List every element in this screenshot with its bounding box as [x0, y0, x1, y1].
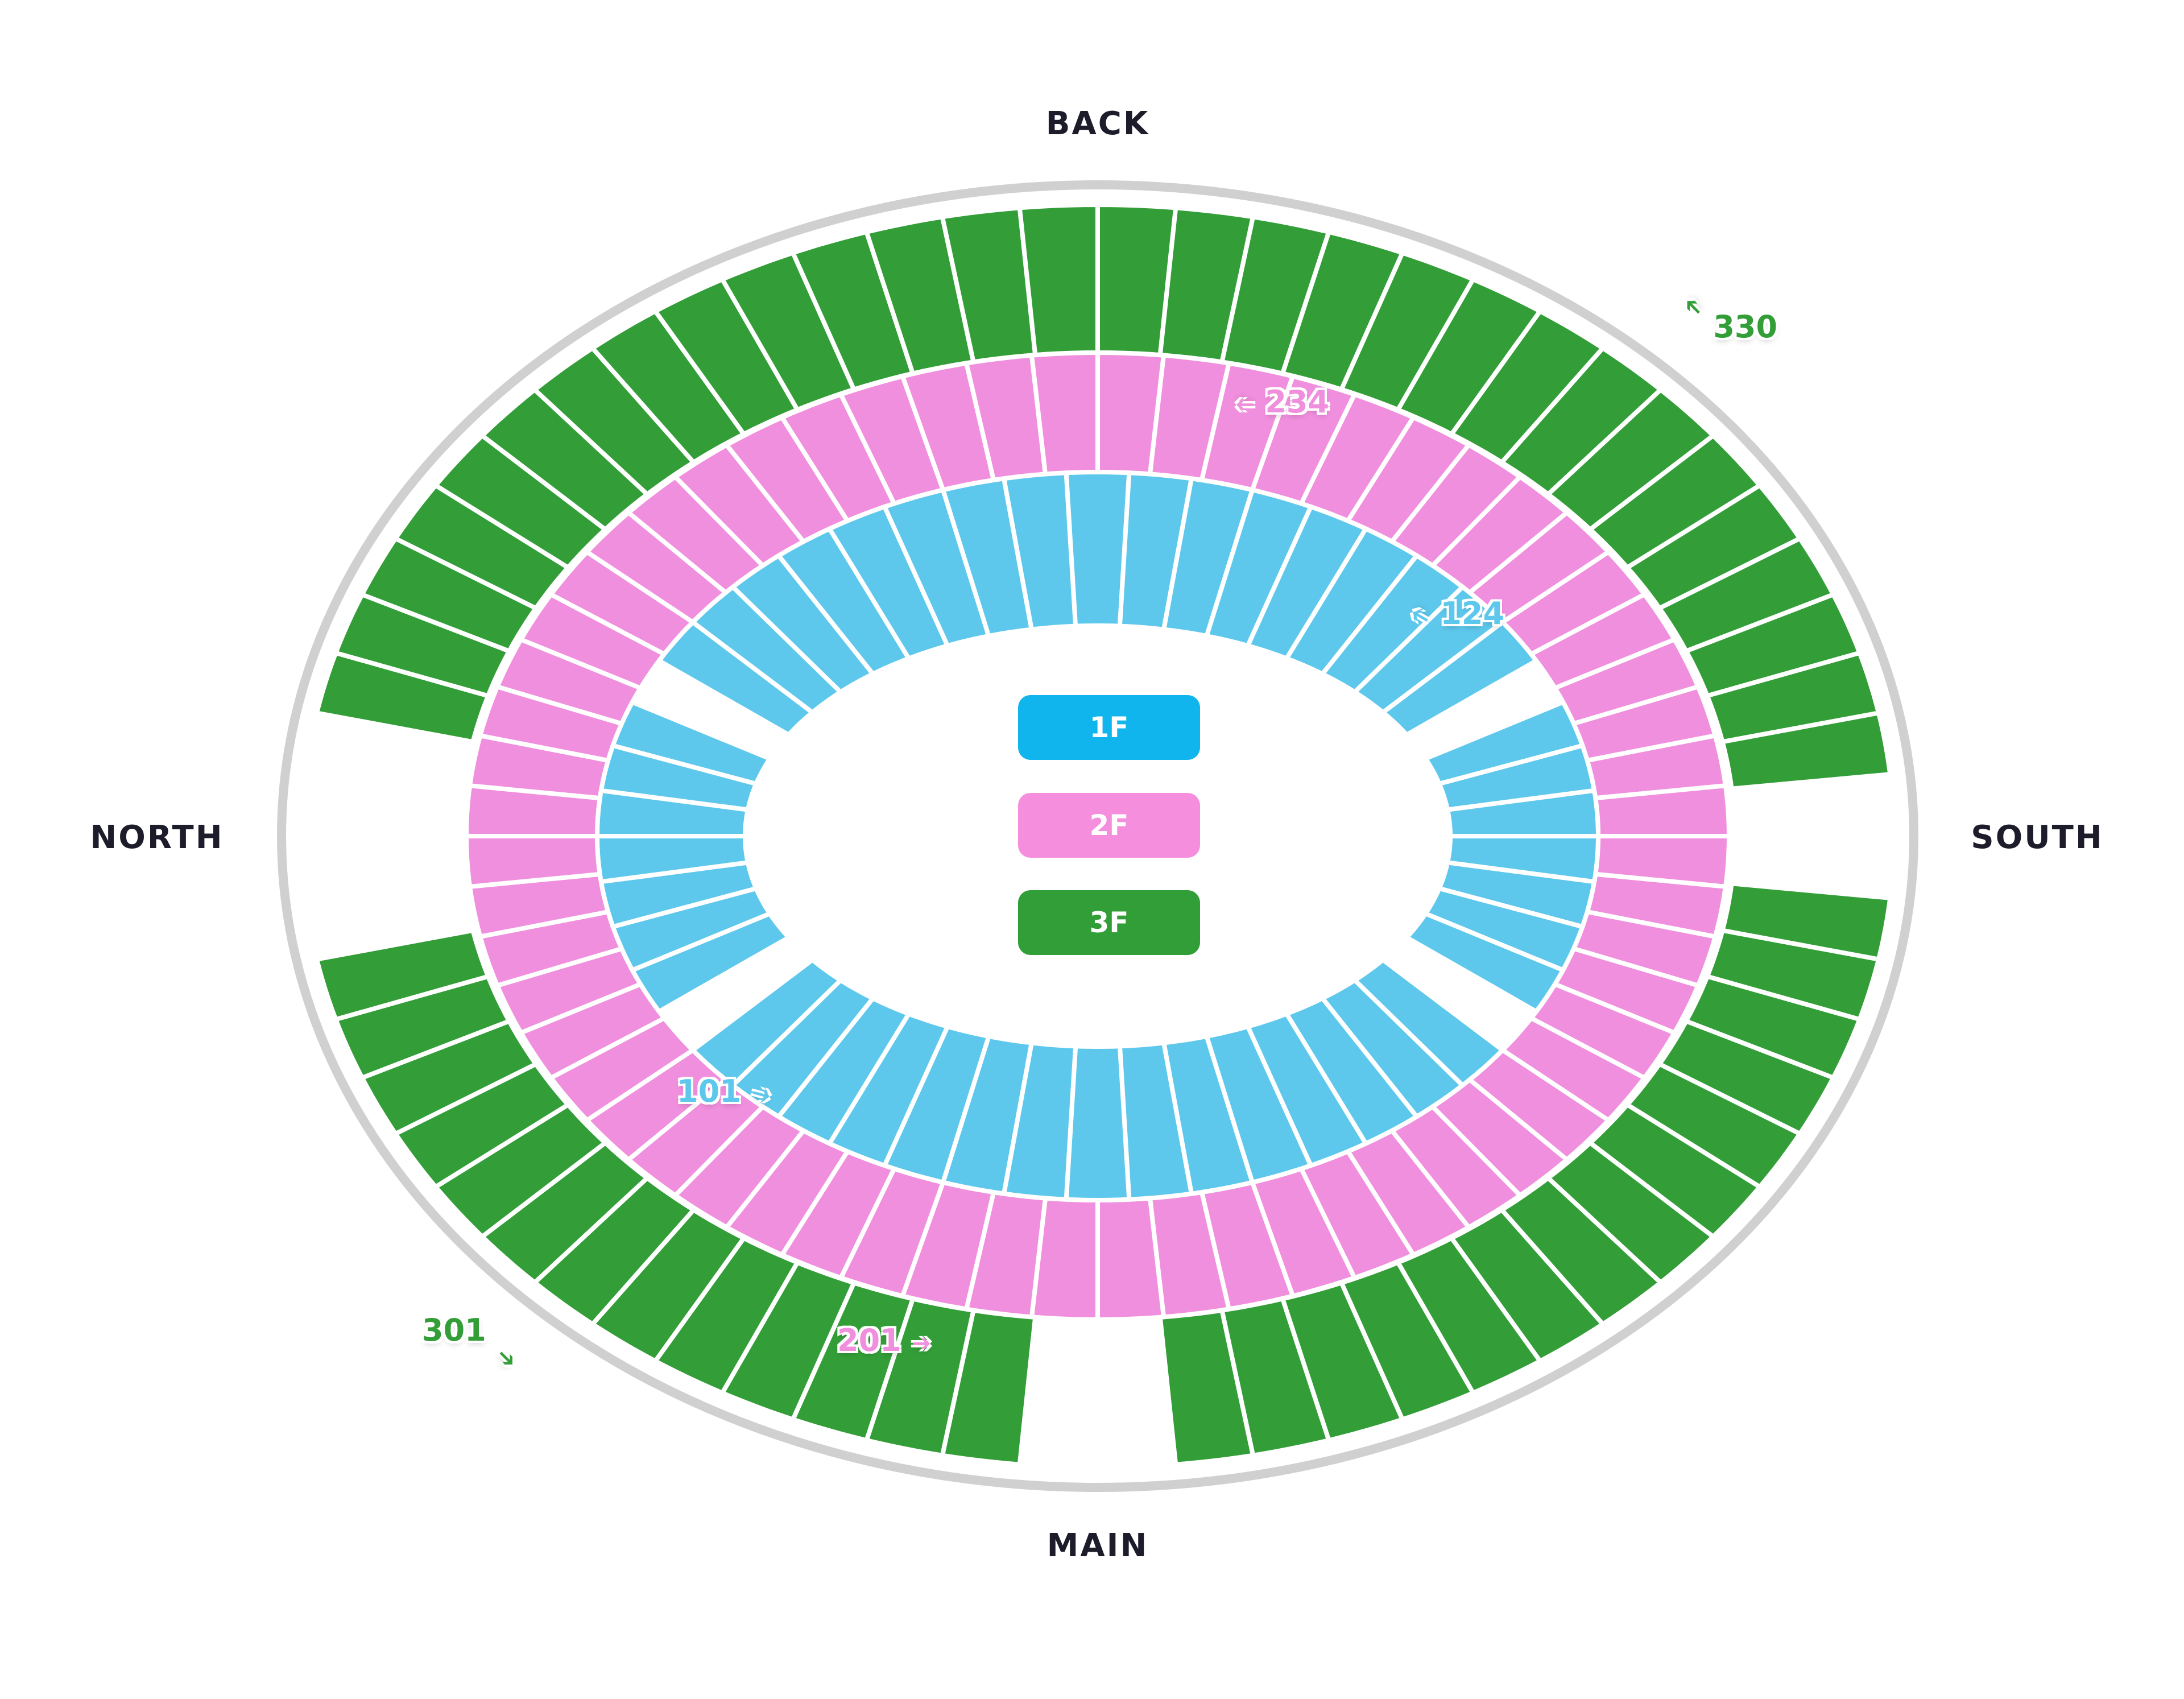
- direction-north: NORTH: [90, 819, 224, 856]
- direction-main: MAIN: [1046, 1527, 1149, 1564]
- direction-back: BACK: [1045, 105, 1150, 142]
- first-floor-ring: [594, 469, 1601, 1203]
- arrow-up-left-icon: ➔: [1405, 600, 1435, 633]
- arrow-left-icon: ➔: [1235, 392, 1255, 418]
- arrow-right-icon: ➔: [912, 1330, 932, 1357]
- third-floor-section[interactable]: [1017, 202, 1100, 358]
- second-floor-section[interactable]: [1095, 1196, 1167, 1322]
- level-3f-button[interactable]: 3F: [1018, 890, 1200, 955]
- section-201-number: 201: [837, 1322, 901, 1358]
- section-234-number: 234: [1265, 384, 1330, 420]
- level-1f-button[interactable]: 1F: [1018, 695, 1200, 760]
- first-floor-section[interactable]: [610, 699, 774, 787]
- direction-south: SOUTH: [1971, 819, 2104, 856]
- section-301-number: 301: [422, 1312, 486, 1348]
- third-floor-section[interactable]: [313, 928, 491, 1023]
- stadium-outer-rim: [277, 180, 1918, 1492]
- first-floor-section[interactable]: [1403, 911, 1566, 1015]
- third-floor-section[interactable]: [1719, 710, 1893, 792]
- section-301-marker[interactable]: 301 ➔: [422, 1312, 522, 1375]
- section-201-marker[interactable]: 201 ➔: [837, 1325, 931, 1356]
- level-2f-button[interactable]: 2F: [1018, 793, 1200, 858]
- first-floor-section[interactable]: [1445, 788, 1601, 838]
- second-floor-section[interactable]: [1029, 350, 1100, 477]
- section-124-number: 124: [1440, 596, 1505, 631]
- section-101-marker[interactable]: 101 ➔: [677, 1073, 774, 1110]
- section-330-number: 330: [1713, 309, 1778, 345]
- section-101-number: 101: [677, 1073, 741, 1109]
- first-floor-section[interactable]: [1379, 619, 1540, 738]
- third-floor-ring: [313, 202, 1893, 1467]
- arrow-right-icon: ➔: [748, 1079, 774, 1110]
- section-330-marker[interactable]: ➔ 330: [1677, 291, 1778, 345]
- section-124-marker[interactable]: ➔ 124: [1405, 596, 1505, 633]
- first-floor-section[interactable]: [689, 957, 845, 1089]
- stadium-outline: [277, 180, 1918, 1492]
- section-234-marker[interactable]: ➔ 234: [1235, 384, 1330, 420]
